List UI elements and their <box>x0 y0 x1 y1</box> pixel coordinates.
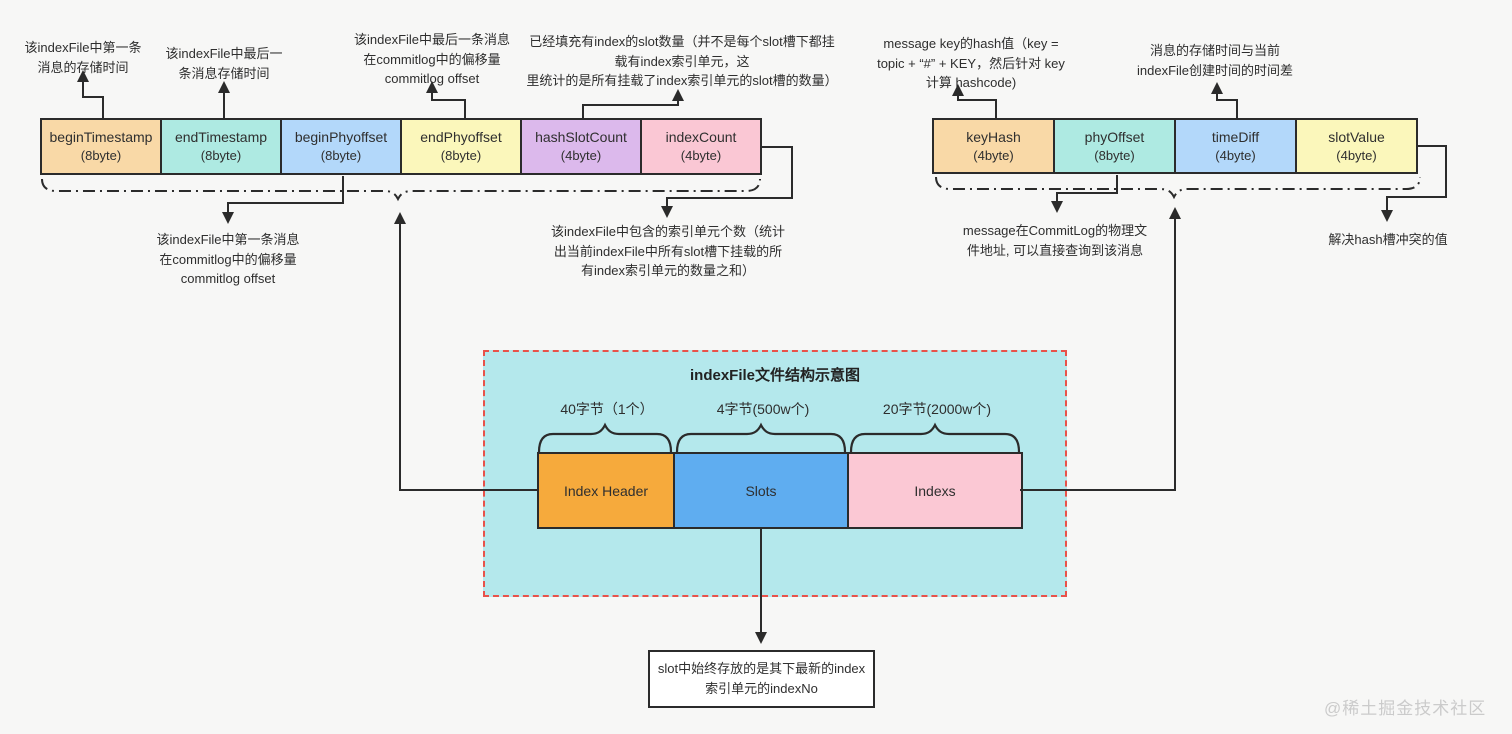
watermark: @稀土掘金技术社区 <box>1324 699 1487 718</box>
field-size: (4byte) <box>973 147 1014 163</box>
field-size: (4byte) <box>1215 147 1256 163</box>
annotation-index-count: 该indexFile中包含的索引单元个数（统计 出当前indexFile中所有s… <box>550 224 786 278</box>
field-size: (4byte) <box>1336 147 1377 163</box>
section-label-indexs: 20字节(2000w个) <box>882 401 992 417</box>
field-label: endPhyoffset <box>420 129 502 146</box>
index-unit-field-row: keyHash (4byte) phyOffset (8byte) timeDi… <box>932 118 1418 174</box>
annotation-begin-timestamp: 该indexFile中第一条 消息的存储时间 <box>24 40 142 75</box>
field-size: (8byte) <box>440 148 482 164</box>
field-begin-phyoffset: beginPhyoffset (8byte) <box>280 118 402 175</box>
annotation-key-hash: message key的hash值（key = topic + “#” + KE… <box>877 36 1065 90</box>
field-size: (4byte) <box>560 148 602 164</box>
field-time-diff: timeDiff (4byte) <box>1174 118 1297 174</box>
annotation-end-timestamp: 该indexFile中最后一 条消息存储时间 <box>165 46 283 81</box>
index-header-field-row: beginTimestamp (8byte) endTimestamp (8by… <box>40 118 762 175</box>
section-indexs: Indexs <box>847 452 1023 529</box>
dashdot-brace-unit-row <box>935 176 1421 200</box>
annotation-time-diff: 消息的存储时间与当前 indexFile创建时间的时间差 <box>1136 43 1294 78</box>
field-end-timestamp: endTimestamp (8byte) <box>160 118 282 175</box>
annotation-end-phyoffset: 该indexFile中最后一条消息 在commitlog中的偏移量 commit… <box>353 32 511 86</box>
section-label-index-header: 40字节（1个） <box>560 401 654 417</box>
field-begin-timestamp: beginTimestamp (8byte) <box>40 118 162 175</box>
field-label: timeDiff <box>1211 128 1260 145</box>
field-label: slotValue <box>1328 128 1385 145</box>
section-index-header: Index Header <box>537 452 675 529</box>
field-size: (8byte) <box>80 148 122 164</box>
annotation-slot-value: 解决hash槽冲突的值 <box>1328 232 1448 247</box>
section-boxes: Index Header Slots Indexs <box>537 452 1023 529</box>
arrow-begin-phyoffset <box>222 176 344 224</box>
annotation-hash-slot-count: 已经填充有index的slot数量（并不是每个slot槽下都挂 载有index索… <box>526 34 838 88</box>
field-size: (4byte) <box>680 148 722 164</box>
section-slots: Slots <box>673 452 849 529</box>
arrow-phy-offset <box>1051 175 1118 213</box>
field-label: endTimestamp <box>174 129 268 146</box>
field-label: beginPhyoffset <box>294 129 388 146</box>
field-slot-value: slotValue (4byte) <box>1295 118 1418 174</box>
field-hash-slot-count: hashSlotCount (4byte) <box>520 118 642 175</box>
field-phy-offset: phyOffset (8byte) <box>1053 118 1176 174</box>
arrow-time-diff <box>1211 82 1238 118</box>
field-label: beginTimestamp <box>49 129 153 146</box>
field-label: indexCount <box>665 129 737 146</box>
field-size: (8byte) <box>320 148 362 164</box>
annotation-phy-offset: message在CommitLog的物理文 件地址, 可以直接查询到该消息 <box>962 223 1148 258</box>
diagram-title: indexFile文件结构示意图 <box>689 367 861 384</box>
field-label: phyOffset <box>1084 128 1145 145</box>
field-end-phyoffset: endPhyoffset (8byte) <box>400 118 522 175</box>
field-key-hash: keyHash (4byte) <box>932 118 1055 174</box>
field-label: keyHash <box>966 128 1021 145</box>
slot-note-box: slot中始终存放的是其下最新的index 索引单元的indexNo <box>648 650 875 708</box>
arrow-hash-slot-count <box>582 89 684 118</box>
indexfile-layout-panel: indexFile文件结构示意图 40字节（1个） 4字节(500w个) 20字… <box>483 350 1067 597</box>
annotation-begin-phyoffset: 该indexFile中第一条消息 在commitlog中的偏移量 commitl… <box>156 232 300 286</box>
section-label-slots: 4字节(500w个) <box>716 401 810 417</box>
dashdot-brace-header-row <box>41 178 761 202</box>
field-size: (8byte) <box>200 148 242 164</box>
arrow-begin-timestamp <box>77 70 104 118</box>
field-label: hashSlotCount <box>535 129 627 146</box>
field-size: (8byte) <box>1094 147 1135 163</box>
field-index-count: indexCount (4byte) <box>640 118 762 175</box>
